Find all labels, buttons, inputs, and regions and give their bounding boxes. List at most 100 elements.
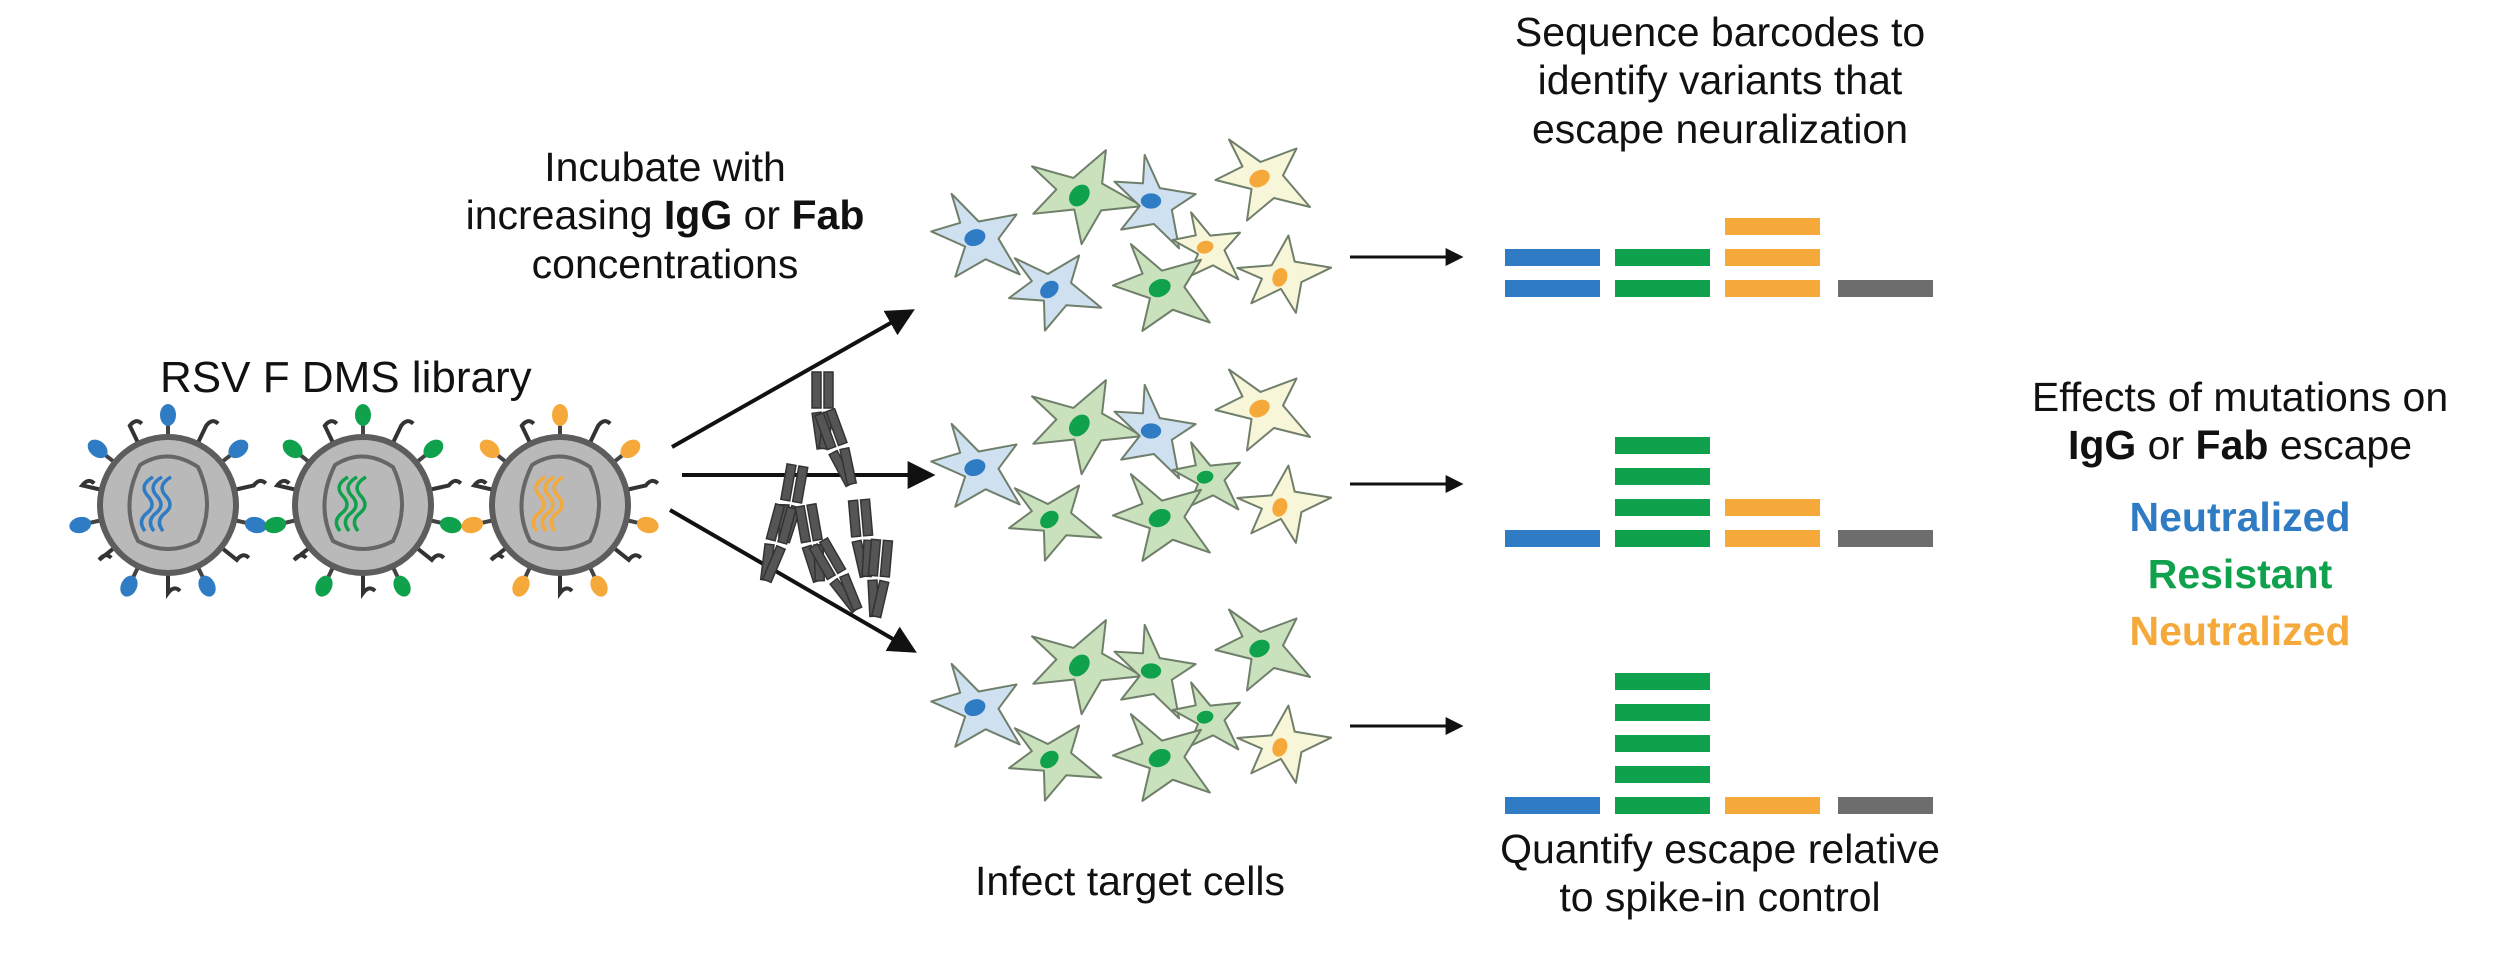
antibody-arm (879, 539, 894, 578)
g-protein (195, 419, 220, 445)
antibody-icon (808, 536, 863, 614)
cell-nucleus (1069, 654, 1090, 677)
g-protein (470, 478, 495, 492)
cell-nucleus (1040, 280, 1059, 299)
f-protein-head (439, 516, 462, 534)
incubate-igg: IgG (663, 192, 733, 239)
target-cell (1113, 623, 1197, 720)
target-cell (1111, 473, 1211, 562)
f-protein-head (620, 439, 641, 459)
barcode-bar-blue (1505, 280, 1600, 297)
f-protein-head (393, 575, 411, 597)
target-cell (1171, 211, 1242, 281)
f-protein-head (552, 404, 568, 426)
cell-nucleus (964, 229, 986, 247)
incubate-line-3: concentrations (531, 240, 799, 287)
quant-line-1: Quantify escape relative (1500, 826, 1940, 872)
virion-envelope (292, 434, 434, 576)
virion (461, 404, 660, 599)
g-protein (233, 478, 268, 492)
target-cell (1214, 368, 1311, 452)
effects-igg: IgG (2067, 422, 2137, 469)
antibody-icon (867, 538, 894, 619)
antibody-arm (823, 371, 834, 409)
incubate-or: or (732, 192, 792, 239)
barcode-bar-green (1615, 249, 1710, 266)
antibody-arm (791, 465, 809, 504)
g-protein (166, 573, 182, 599)
target-cell (930, 192, 1021, 278)
antibody-arm (779, 463, 797, 502)
barcode-bar-orange (1725, 499, 1820, 516)
antibody-arm (839, 446, 858, 486)
virion (264, 404, 463, 599)
target-cell (1236, 704, 1333, 784)
barcode-histograms (1505, 218, 1933, 814)
cell-nucleus (1148, 278, 1171, 298)
f-protein-head (590, 575, 608, 597)
f-protein-head (282, 439, 303, 459)
g-protein (292, 545, 312, 562)
effects-fab: Fab (2195, 422, 2269, 469)
rna-genome (531, 475, 546, 533)
virion-capsid (519, 454, 601, 551)
g-protein (414, 545, 446, 563)
rna-genome (157, 475, 172, 533)
legend-neutralized-orange: Neutralized (2129, 608, 2351, 654)
rna-genome (352, 475, 367, 533)
target-cell (1113, 383, 1197, 480)
g-protein (78, 478, 103, 492)
cell-nucleus (1069, 414, 1090, 437)
f-protein-head (228, 439, 249, 459)
incubate-fab: Fab (791, 192, 865, 239)
cell-cluster (930, 138, 1333, 332)
antibody-arm (867, 538, 882, 577)
barcode-bar-gray (1838, 530, 1933, 547)
g-protein (625, 478, 660, 492)
antibody-icon (813, 407, 858, 488)
target-cell (930, 662, 1021, 748)
cell-nucleus (1249, 399, 1270, 418)
cell-nucleus (1069, 184, 1090, 207)
antibody-arm (847, 499, 862, 538)
library-label: RSV F DMS library (160, 353, 532, 402)
virion (69, 404, 268, 599)
barcode-bar-orange (1725, 797, 1820, 814)
target-cell (1111, 243, 1211, 332)
barcode-bar-blue (1505, 797, 1600, 814)
target-cell (1007, 724, 1103, 802)
f-protein-head (87, 439, 108, 459)
g-protein (390, 419, 415, 445)
barcode-stack (1505, 218, 1933, 297)
barcode-bar-gray (1838, 797, 1933, 814)
barcode-bar-orange (1725, 530, 1820, 547)
cell-nucleus (964, 459, 986, 477)
target-cell (930, 422, 1021, 508)
rna-genome (343, 475, 358, 533)
barcode-bar-green (1615, 704, 1710, 721)
sequence-label: Sequence barcodes to identify variants t… (1430, 8, 2010, 153)
cell-cluster (930, 608, 1333, 802)
f-protein-head (315, 575, 333, 597)
target-cell (1031, 149, 1144, 246)
target-cells (930, 138, 1333, 802)
virion-capsid (127, 454, 209, 551)
target-cell (1007, 484, 1103, 562)
antibody-arm (811, 371, 822, 409)
g-protein (489, 545, 509, 562)
barcode-bar-blue (1505, 249, 1600, 266)
cell-cluster (930, 368, 1333, 562)
antibody-arm (825, 407, 848, 447)
barcode-bar-green (1615, 499, 1710, 516)
cell-nucleus (1196, 470, 1214, 484)
cell-nucleus (1140, 663, 1162, 679)
antibody-icon (759, 502, 797, 584)
f-protein-head (244, 516, 267, 534)
rna-genome (334, 475, 349, 533)
target-cell (1214, 138, 1311, 222)
target-cell (1171, 681, 1242, 751)
f-protein-head (160, 404, 176, 426)
antibody-arm (765, 502, 786, 542)
effects-label: Effects of mutations on IgG or Fab escap… (1970, 373, 2500, 470)
barcode-bar-green (1615, 280, 1710, 297)
